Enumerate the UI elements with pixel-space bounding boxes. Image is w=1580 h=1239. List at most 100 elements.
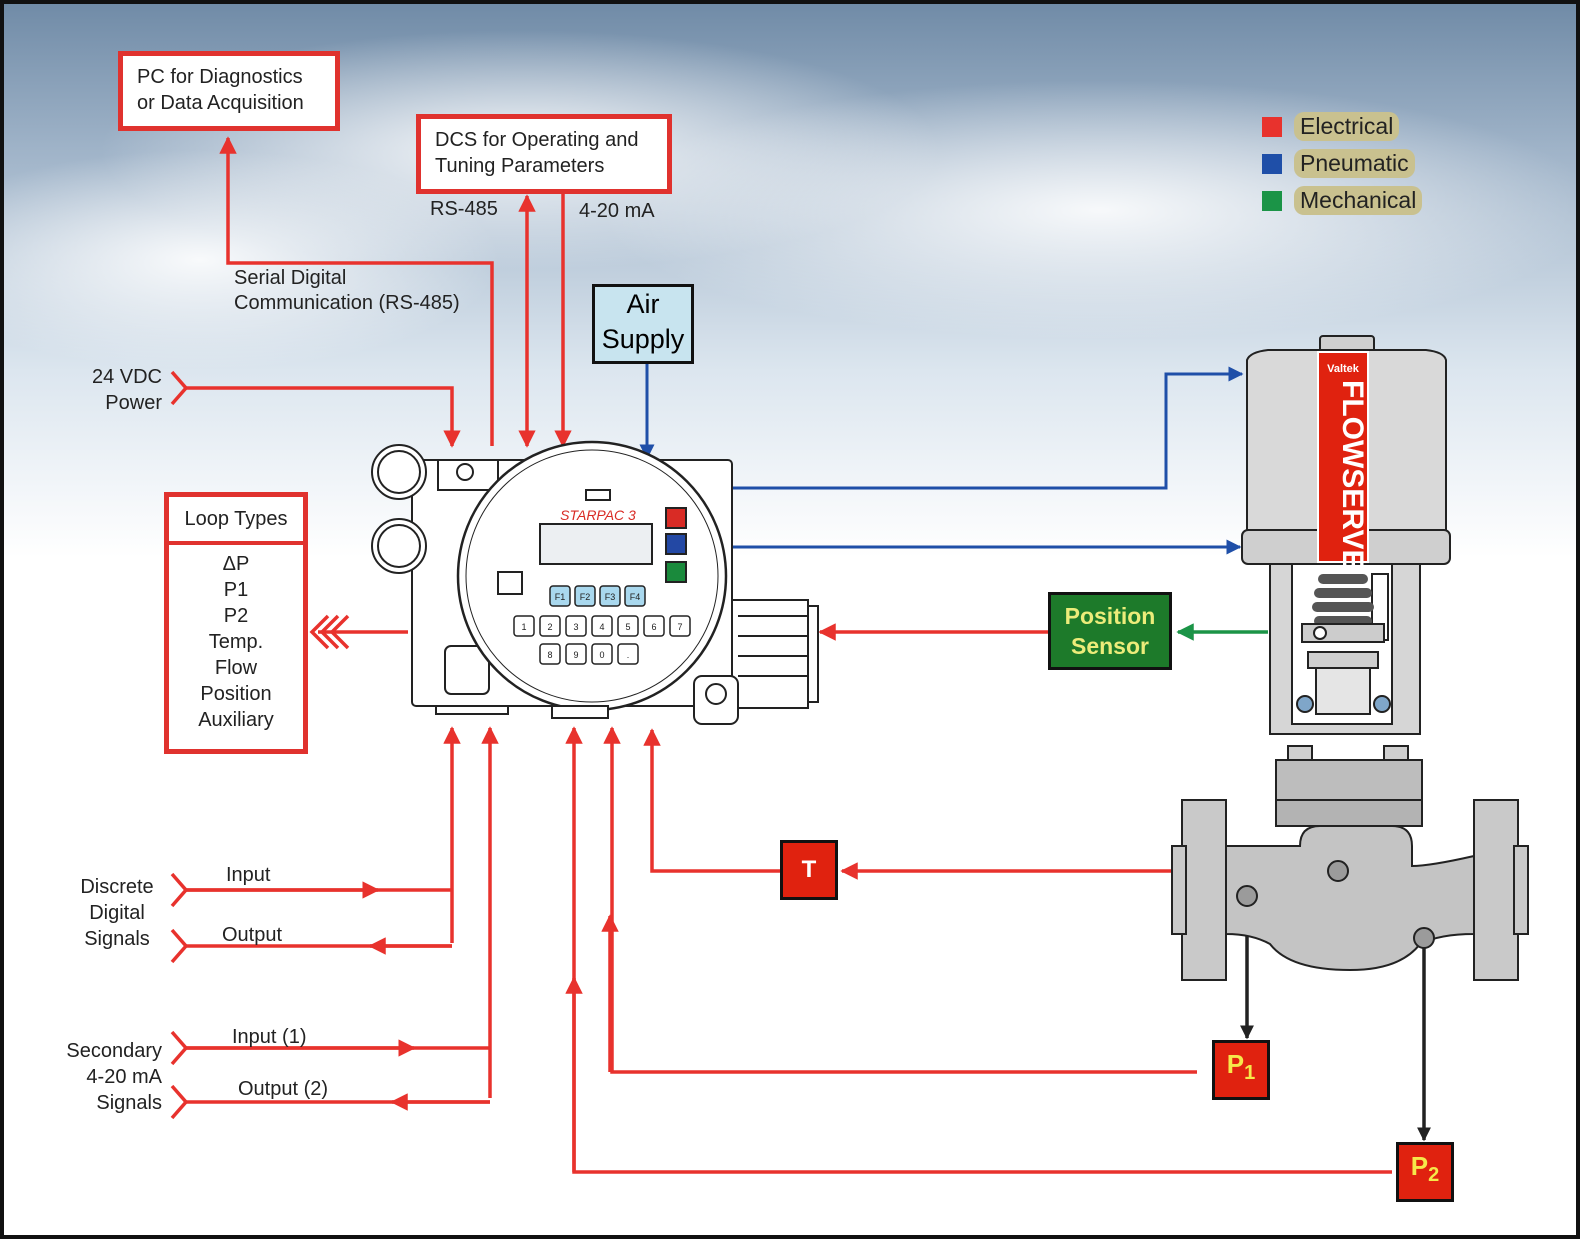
key-r2-3: [591, 643, 613, 665]
number-keypad: 1 2 3 4 5 6 7 8 9 0.: [513, 615, 691, 665]
p2-sensor: P2: [1396, 1142, 1454, 1202]
fkey-3: [599, 585, 621, 607]
starpac-device: [371, 440, 819, 725]
position-sensor-line-1: Position: [1064, 603, 1156, 629]
fkey-3-label: F3: [605, 592, 616, 602]
legend-swatch-mechanical: [1262, 190, 1282, 211]
key-r2-1: [539, 643, 561, 665]
key-r1-3: [565, 615, 587, 637]
fkey-4-label: F4: [630, 592, 641, 602]
discrete-line-1: Discrete: [80, 876, 154, 898]
secondary-input-label: Input (1): [232, 1026, 307, 1048]
power-line-2: Power: [105, 392, 162, 414]
key-r1-2-label: 2: [547, 622, 552, 632]
key-r1-5-label: 5: [625, 622, 630, 632]
fkey-2: [574, 585, 596, 607]
legend-swatch-electrical: [1262, 116, 1282, 137]
air-supply-line-1: Air: [626, 289, 660, 319]
secondary-line-1: Secondary: [66, 1040, 162, 1062]
key-r2-4: [617, 643, 639, 665]
legend-label-electrical: Electrical: [1294, 112, 1400, 141]
serial-comm-line-2: Communication (RS-485): [234, 292, 460, 314]
legend-item-pneumatic: Pneumatic: [1262, 145, 1422, 182]
temperature-sensor: T: [780, 840, 838, 900]
key-r1-7-label: 7: [677, 622, 682, 632]
pc-box: PC for Diagnostics or Data Acquisition: [118, 51, 340, 131]
p2-sensor-label: P: [1410, 1151, 1429, 1181]
legend-label-pneumatic: Pneumatic: [1294, 149, 1415, 178]
secondary-line-2: 4-20 mA: [86, 1066, 162, 1088]
actuator-brand: FLOWSERVE: [1336, 380, 1369, 569]
p2-sensor-sub: 2: [1428, 1164, 1440, 1187]
power-label: 24 VDC Power: [84, 364, 162, 416]
key-r1-4: [591, 615, 613, 637]
dcs-box-line-1: DCS for Operating and: [435, 129, 639, 151]
loop-types-arrowhead: [309, 614, 350, 650]
pc-box-line-1: PC for Diagnostics: [137, 66, 303, 88]
key-r1-1-label: 1: [521, 622, 526, 632]
p1-sensor-sub: 1: [1244, 1062, 1256, 1085]
fkey-4: [624, 585, 646, 607]
discrete-input-label: Input: [226, 864, 271, 886]
fkey-1: [549, 585, 571, 607]
pc-box-line-2: or Data Acquisition: [137, 92, 304, 114]
p1-sensor: P1: [1212, 1040, 1270, 1100]
position-sensor-line-2: Sensor: [1071, 633, 1149, 659]
key-r1-3-label: 3: [573, 622, 578, 632]
key-r1-2: [539, 615, 561, 637]
discrete-line-3: Signals: [84, 928, 150, 950]
serial-comm-line-1: Serial Digital: [234, 267, 347, 289]
rs485-label: RS-485: [430, 198, 498, 220]
discrete-output-label: Output: [222, 924, 283, 946]
t-signal-wire: [643, 728, 780, 873]
ma-label: 4-20 mA: [579, 200, 655, 222]
actuator-sub-brand: Valtek: [1327, 363, 1360, 375]
legend-item-electrical: Electrical: [1262, 108, 1422, 145]
key-r1-4-label: 4: [599, 622, 604, 632]
loop-type-auxiliary: Auxiliary: [198, 709, 274, 731]
legend-swatch-pneumatic: [1262, 153, 1282, 174]
key-r2-2: [565, 643, 587, 665]
key-r2-3-label: 0: [599, 650, 604, 660]
valve-actuator: [1171, 335, 1529, 981]
power-wire: [186, 386, 461, 448]
fkey-1-label: F1: [555, 592, 566, 602]
key-r1-7: [669, 615, 691, 637]
serial-comm-wire: [219, 136, 494, 446]
legend-label-mechanical: Mechanical: [1294, 186, 1423, 215]
loop-type-flow: Flow: [214, 657, 258, 679]
position-sensor-box: Position Sensor: [1048, 592, 1172, 670]
air-supply-box: Air Supply: [592, 284, 694, 364]
secondary-label: Secondary 4-20 mA Signals: [52, 1038, 162, 1116]
discrete-label: Discrete Digital Signals: [72, 874, 162, 952]
secondary-line-3: Signals: [96, 1092, 162, 1114]
loop-type-p2: P2: [223, 605, 249, 627]
legend: Electrical Pneumatic Mechanical: [1262, 108, 1423, 219]
p1-sensor-label: P: [1226, 1049, 1245, 1079]
loop-type-dp: ΔP: [222, 553, 250, 575]
pneumatic-line-upper: [686, 366, 1244, 490]
loop-type-temp: Temp.: [208, 631, 264, 653]
key-r2-4-label: .: [627, 650, 630, 660]
legend-item-mechanical: Mechanical: [1262, 182, 1423, 219]
device-brand: STARPAC 3: [560, 507, 636, 523]
loop-type-p1: P1: [223, 579, 249, 601]
key-r1-5: [617, 615, 639, 637]
loop-types-box: Loop Types ΔP P1 P2 Temp. Flow Position …: [164, 492, 308, 754]
discrete-line-2: Digital: [89, 902, 145, 924]
dcs-box-line-2: Tuning Parameters: [435, 155, 605, 177]
loop-type-position: Position: [200, 683, 272, 705]
p1-signal-wire: [603, 726, 1197, 1074]
key-r1-6-label: 6: [651, 622, 656, 632]
key-r1-1: [513, 615, 535, 637]
key-r2-2-label: 9: [573, 650, 578, 660]
dcs-box: DCS for Operating and Tuning Parameters: [416, 114, 672, 194]
key-r2-1-label: 8: [547, 650, 552, 660]
secondary-output-label: Output (2): [238, 1078, 329, 1100]
key-r1-6: [643, 615, 665, 637]
power-line-1: 24 VDC: [91, 366, 162, 388]
loop-types-title: Loop Types: [169, 497, 303, 545]
